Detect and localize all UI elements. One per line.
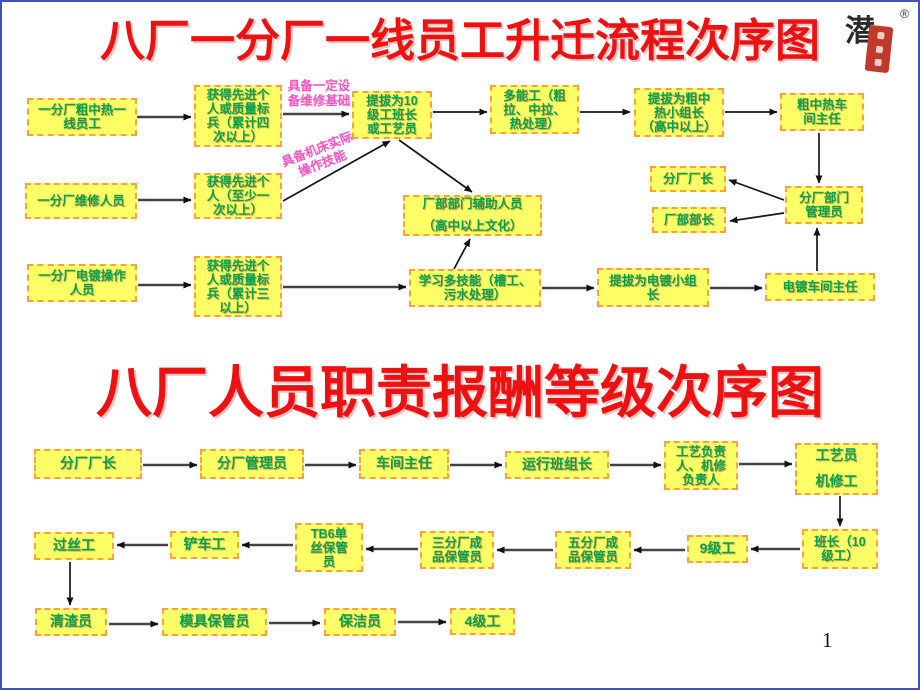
- node-mold-keeper: 模具保管员: [162, 608, 267, 636]
- annotation-equipment-maintenance-basis: 具备一定设 备维修基础: [287, 79, 351, 108]
- node-branch-admin: 分厂管理员: [200, 449, 304, 479]
- node-grade9-worker: 9级工: [687, 535, 748, 563]
- node-branch-dept-admin: 分厂部门 管理员: [785, 186, 863, 224]
- node-electroplating-operator: 一分厂电镀操作 人员: [27, 264, 137, 302]
- node-slag-cleaner: 清渣员: [35, 608, 107, 636]
- node-promote-grade10-leader: 提拔为10 级工班长 或工艺员: [352, 91, 432, 139]
- node-squad-leader-grade10: 班长（10 级工）: [802, 529, 878, 569]
- page-number: 1: [822, 628, 833, 652]
- node-operation-team-leader: 运行班组长: [505, 451, 609, 479]
- chart1-title: 八厂一分厂一线员工升迁流程次序图: [99, 16, 821, 66]
- node-multi-skill-worker: 多能工（粗 拉、中拉、 热处理）: [490, 85, 579, 134]
- node-technician-mechanic: 工艺员 机修工: [795, 443, 878, 495]
- node-tb6-storekeeper: TB6单 丝保管 员: [295, 523, 363, 572]
- arrow-multiskills-to-assistant: [453, 238, 471, 270]
- brand-logo: 潜 ®: [845, 6, 909, 74]
- arrow-admin-to-branchdirector: [728, 179, 785, 201]
- node-branch5-storekeeper: 五分厂成 品保管员: [555, 531, 631, 569]
- node-plating-workshop-director: 电镀车间主任: [765, 273, 875, 301]
- node-cleaner: 保洁员: [324, 608, 396, 636]
- node-heat-workshop-director: 粗中热车 间主任: [780, 93, 864, 131]
- node-learn-multi-skills: 学习多技能（槽工、 污水处理）: [409, 269, 541, 307]
- node-factory-dept-head: 厂部部长: [652, 207, 726, 233]
- arrow-grade10-to-assistant: [398, 139, 473, 193]
- chart2-title: 八厂人员职责报酬等级次序图: [96, 363, 824, 425]
- node-frontline-worker: 一分厂粗中热一 线员工: [27, 98, 137, 136]
- arrow-admin-to-depthead: [729, 212, 785, 224]
- node-promote-group-leader: 提拔为粗中 热小组长 （高中以上）: [634, 88, 724, 137]
- node-dept-assistant: 厂部部门辅助人员 （高中以上文化）: [403, 195, 542, 236]
- node-maintenance-staff: 一分厂维修人员: [25, 183, 137, 219]
- node-wire-worker: 过丝工: [34, 532, 114, 560]
- node-advanced-individual-3x: 获得先进个 人或质量标 兵（累计三 以上）: [194, 256, 282, 317]
- node-forklift-worker: 铲车工: [170, 531, 239, 559]
- node-advanced-individual-1x: 获得先进个 人（至少一 次以上）: [194, 173, 282, 219]
- node-branch-director: 分厂厂长: [34, 449, 142, 479]
- node-process-machine-leads: 工艺负责 人、机修 负责人: [664, 441, 738, 490]
- node-workshop-director: 车间主任: [359, 449, 449, 479]
- node-advanced-individual-4x: 获得先进个 人或质量标 兵（累计四 次以上）: [194, 85, 282, 147]
- registered-trademark-icon: ®: [900, 7, 909, 21]
- node-grade4-worker: 4级工: [450, 608, 515, 635]
- node-branch3-storekeeper: 三分厂成 品保管员: [420, 531, 494, 569]
- node-promote-plating-leader: 提拔为电镀小组 长: [597, 268, 709, 307]
- brand-seal-icon: [864, 24, 894, 74]
- node-branch-factory-director: 分厂厂长: [650, 166, 726, 192]
